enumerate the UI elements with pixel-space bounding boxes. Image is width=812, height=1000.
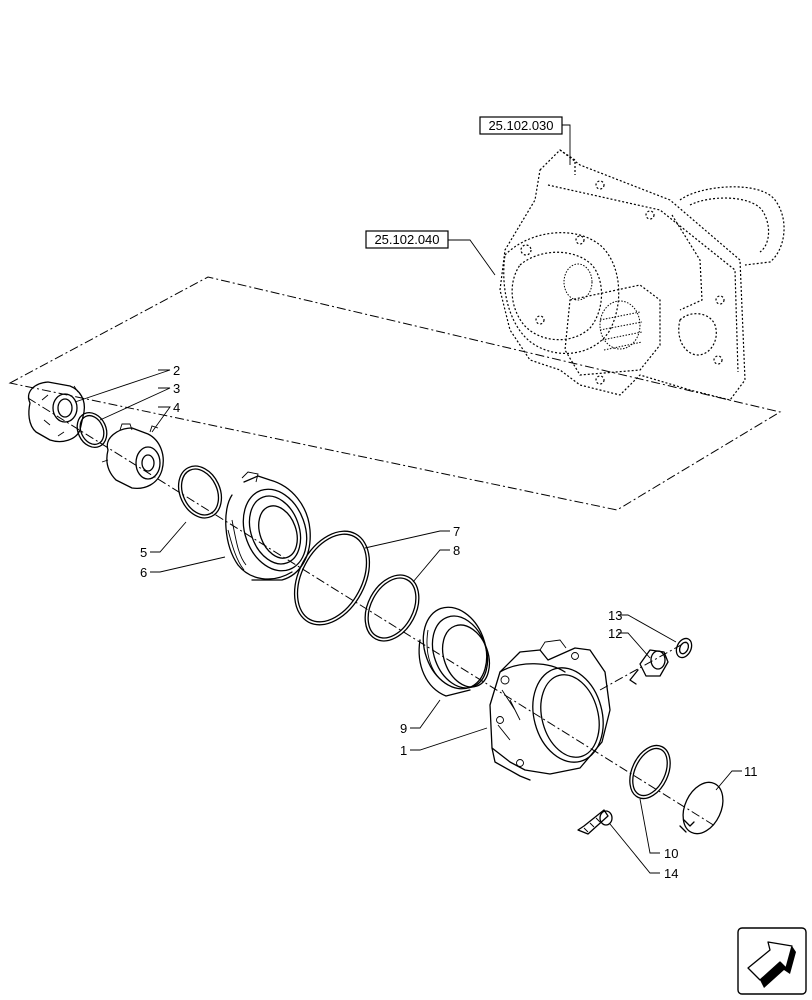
next-page-arrow-icon[interactable] xyxy=(737,927,807,995)
center-axis xyxy=(27,397,716,827)
part-splined-hub xyxy=(101,423,164,490)
part-large-o-ring xyxy=(293,530,371,626)
callout-7: 7 xyxy=(453,524,460,539)
callout-5: 5 xyxy=(140,545,147,560)
callout-12: 12 xyxy=(608,626,622,641)
callout-1: 1 xyxy=(400,743,407,758)
part-breather-fitting xyxy=(629,649,669,685)
part-cover-housing xyxy=(489,639,611,781)
part-retaining-ring xyxy=(177,465,223,519)
part-bearing-assembly xyxy=(225,471,311,581)
leader-lines xyxy=(74,369,742,874)
part-medium-o-ring xyxy=(364,574,420,642)
callout-11: 11 xyxy=(744,764,758,779)
callout-4: 4 xyxy=(173,400,180,415)
callout-labels: 2 3 4 5 6 7 8 9 1 13 12 11 10 14 xyxy=(140,363,758,881)
callout-10: 10 xyxy=(664,846,678,861)
reference-25-102-030[interactable]: 25.102.030 xyxy=(479,116,571,165)
part-washer xyxy=(675,637,693,659)
transmission-housing xyxy=(499,149,785,401)
callout-9: 9 xyxy=(400,721,407,736)
part-coupling-flange xyxy=(28,381,86,443)
part-bolt xyxy=(577,809,613,835)
part-seal xyxy=(418,606,491,697)
callout-3: 3 xyxy=(173,381,180,396)
part-circlip xyxy=(679,781,724,835)
callout-6: 6 xyxy=(140,565,147,580)
part-ring-10 xyxy=(629,744,671,800)
callout-13: 13 xyxy=(608,608,622,623)
assembly-boundary xyxy=(8,276,782,511)
part-small-o-ring xyxy=(76,411,108,449)
svg-text:25.102.040: 25.102.040 xyxy=(374,232,439,247)
reference-25-102-040[interactable]: 25.102.040 xyxy=(365,230,496,276)
svg-text:25.102.030: 25.102.030 xyxy=(488,118,553,133)
callout-8: 8 xyxy=(453,543,460,558)
callout-14: 14 xyxy=(664,866,678,881)
callout-2: 2 xyxy=(173,363,180,378)
